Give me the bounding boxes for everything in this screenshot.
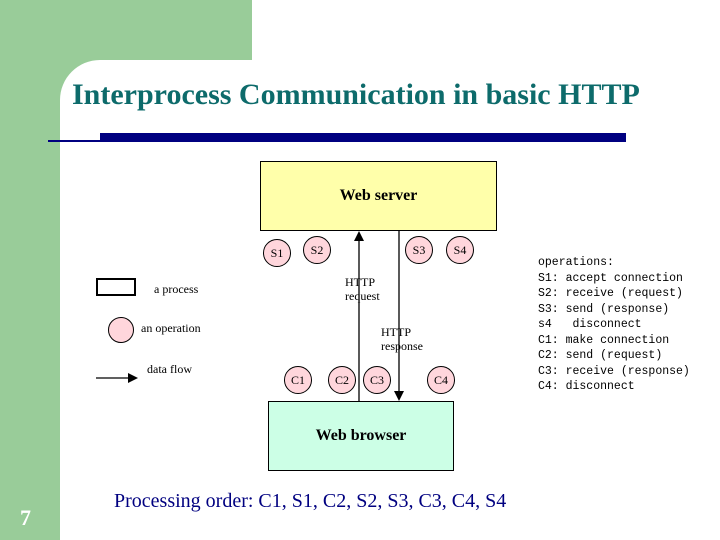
operation-item: S1: accept connection (538, 271, 683, 285)
operation-s3: S3 (405, 236, 433, 264)
processing-order: Processing order: C1, S1, C2, S2, S3, C3… (114, 490, 507, 512)
operation-s1: S1 (263, 239, 291, 267)
legend-operation-label: an operation (141, 321, 201, 335)
operation-item: C4: disconnect (538, 380, 635, 393)
corner-curve (60, 60, 140, 140)
side-band (0, 0, 60, 540)
operations-heading: operations: (538, 256, 614, 269)
title-underline-thin (48, 140, 148, 142)
legend-data-flow-label: data flow (147, 362, 192, 376)
operation-c4: C4 (427, 366, 455, 394)
http-request-label-line1: HTTP (345, 275, 375, 289)
operation-s4: S4 (446, 236, 474, 264)
operation-c2: C2 (328, 366, 356, 394)
operation-item: S3: send (response) (538, 302, 670, 316)
operation-item: S2: receive (request) (538, 287, 683, 300)
web-browser-process: Web browser (268, 401, 454, 471)
http-response-label-line1: HTTP (381, 325, 411, 339)
operations-list: operations: S1: accept connection S2: re… (538, 255, 690, 395)
title-underline-bar (100, 133, 626, 142)
http-request-label: HTTP request (345, 275, 380, 303)
top-band (60, 0, 252, 60)
page-number: 7 (20, 505, 31, 530)
operation-item: C2: send (request) (538, 349, 663, 362)
operation-item: s4 disconnect (538, 318, 642, 331)
page-title: Interprocess Communication in basic HTTP (72, 78, 640, 111)
http-request-label-line2: request (345, 289, 380, 303)
operation-s2: S2 (303, 236, 331, 264)
legend-process-symbol (96, 278, 136, 296)
operation-item: C3: receive (response) (538, 364, 690, 378)
legend-operation-symbol (108, 317, 134, 343)
web-server-process: Web server (260, 161, 497, 231)
http-response-label: HTTP response (381, 325, 423, 353)
operation-item: C1: make connection (538, 333, 670, 347)
legend-process-label: a process (154, 282, 199, 296)
operation-c1: C1 (284, 366, 312, 394)
operation-c3: C3 (363, 366, 391, 394)
http-response-label-line2: response (381, 339, 423, 353)
